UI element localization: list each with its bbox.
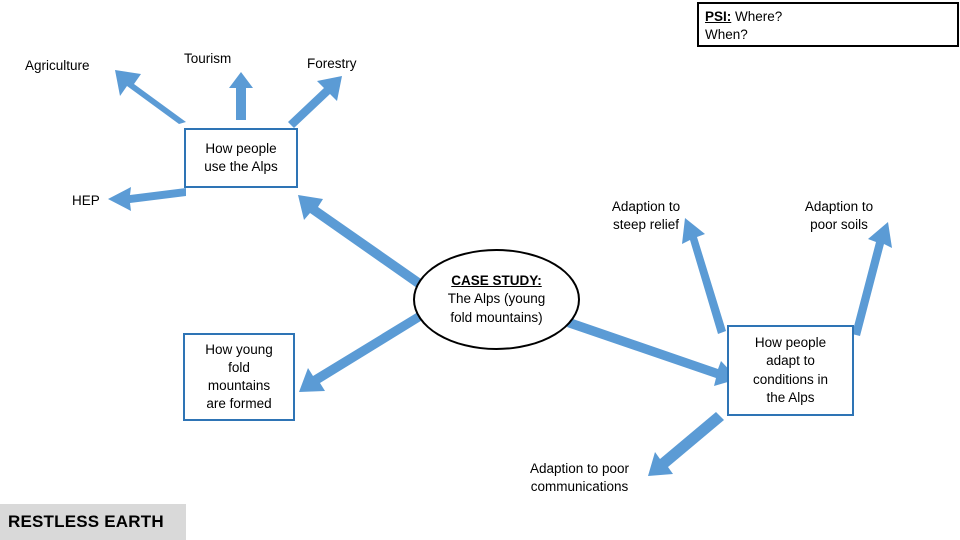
arrow-to-hep — [108, 187, 186, 211]
case-study-text: CASE STUDY: The Alps (young fold mountai… — [448, 272, 546, 327]
how-people-adapt-line4: the Alps — [766, 389, 815, 405]
node-how-people-use-the-alps: How people use the Alps — [184, 128, 298, 188]
node-how-young-fold-mountains: How young fold mountains are formed — [183, 333, 295, 421]
adaption-poor-comms-line2: communications — [530, 479, 629, 495]
how-young-fold-line2: fold — [228, 359, 250, 375]
arrow-to-forestry — [288, 76, 342, 128]
how-people-use-line2: use the Alps — [204, 159, 278, 174]
how-people-use-text: How people use the Alps — [204, 140, 278, 176]
arrow-casestudy-to-how-people-use — [298, 195, 424, 288]
how-people-adapt-line1: How people — [754, 335, 827, 351]
psi-note-box: PSI: Where? When? — [697, 2, 959, 47]
node-tourism: Tourism — [184, 51, 232, 66]
how-people-adapt-text: How people adapt to conditions in the Al… — [753, 334, 828, 407]
node-adaption-poor-soils: Adaption to poor soils — [789, 198, 889, 234]
arrow-adapt-to-poor-communications — [648, 412, 724, 476]
adaption-steep-relief-line1: Adaption to — [611, 199, 681, 214]
how-young-fold-line1: How young — [205, 341, 273, 357]
how-people-adapt-line3: conditions in — [752, 371, 829, 387]
node-case-study-ellipse: CASE STUDY: The Alps (young fold mountai… — [413, 249, 580, 350]
adaption-poor-comms-line1: Adaption to poor — [529, 461, 630, 476]
psi-label: PSI: — [705, 9, 732, 24]
case-study-line2: fold mountains) — [450, 309, 543, 325]
node-adaption-poor-communications: Adaption to poor communications — [507, 460, 652, 496]
node-hep: HEP — [72, 193, 100, 208]
adaption-steep-relief-line2: steep relief — [612, 217, 680, 233]
case-study-heading: CASE STUDY: — [451, 273, 542, 289]
psi-note-line2: When? — [705, 27, 748, 43]
node-agriculture: Agriculture — [25, 58, 90, 73]
how-young-fold-text: How young fold mountains are formed — [205, 341, 273, 414]
footer-title: RESTLESS EARTH — [8, 512, 164, 531]
psi-where: Where? — [731, 9, 783, 24]
how-people-adapt-line2: adapt to — [766, 353, 815, 369]
arrow-casestudy-to-how-people-adapt — [567, 318, 738, 386]
arrow-adapt-to-steep-relief — [682, 218, 726, 334]
arrow-to-agriculture — [115, 70, 186, 124]
arrow-adapt-to-poor-soils — [852, 222, 892, 336]
arrow-to-tourism — [229, 72, 253, 120]
arrow-casestudy-to-fold-mountains — [299, 312, 424, 392]
case-study-line1: The Alps (young — [447, 291, 546, 307]
how-young-fold-line3: mountains — [207, 378, 271, 393]
adaption-poor-soils-line1: Adaption to — [804, 199, 874, 214]
psi-note-line1: PSI: Where? — [705, 8, 951, 26]
how-people-use-line1: How people — [205, 140, 277, 156]
node-adaption-steep-relief: Adaption to steep relief — [596, 198, 696, 234]
adaption-poor-soils-line2: poor soils — [810, 217, 868, 233]
node-how-people-adapt: How people adapt to conditions in the Al… — [727, 325, 854, 416]
how-young-fold-line4: are formed — [206, 396, 272, 412]
node-forestry: Forestry — [307, 56, 357, 71]
footer-title-band: RESTLESS EARTH — [0, 504, 186, 540]
